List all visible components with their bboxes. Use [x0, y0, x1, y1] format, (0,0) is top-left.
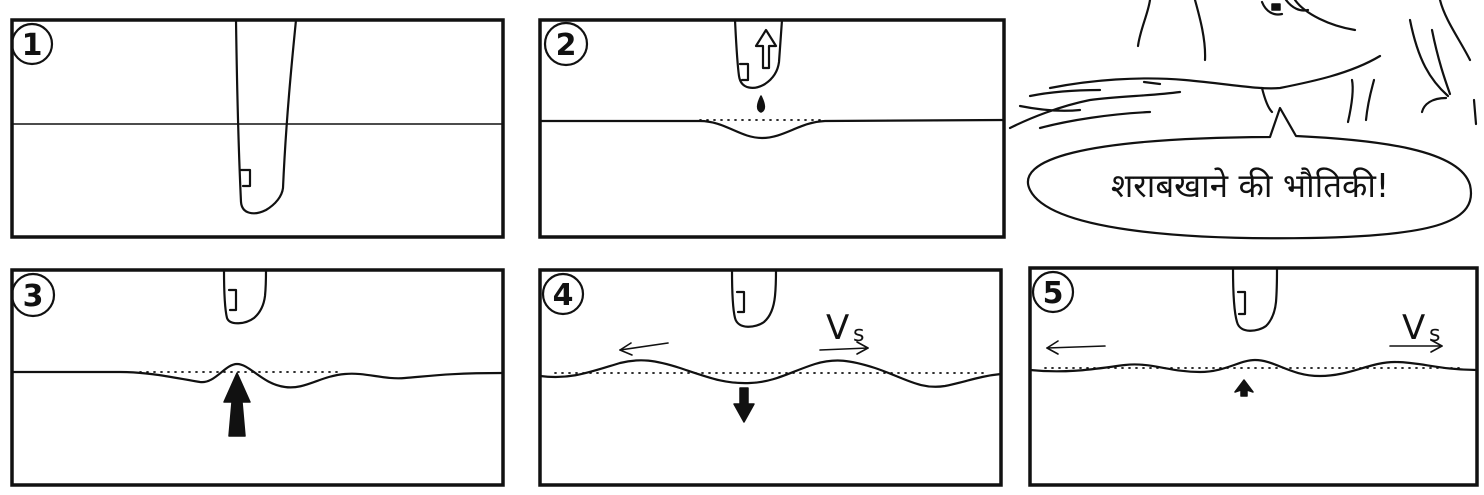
panel-1-number-circle: [10, 22, 54, 66]
water-surface-spreading: [1028, 358, 1479, 378]
right-arrow: [1389, 339, 1443, 353]
water-surface-dip: [538, 118, 1006, 140]
panel-3-number-circle: [10, 272, 56, 318]
panel-3-frame: [10, 268, 505, 487]
water-surface-two-crests: [538, 359, 1003, 388]
panel-5-number: 5: [1043, 276, 1064, 311]
velocity-label-v: V: [826, 308, 849, 348]
finger-above: [730, 268, 778, 328]
velocity-label-v: V: [1402, 308, 1425, 348]
panel-2-number-circle: [543, 21, 589, 67]
finger-above: [222, 268, 268, 325]
panel-3-number: 3: [23, 279, 44, 314]
panel-5-frame: [1028, 266, 1479, 487]
finger-above: [1231, 266, 1279, 332]
water-surface-crest: [10, 362, 505, 389]
water-droplet: [756, 95, 766, 113]
up-arrow-hollow: [754, 28, 778, 70]
finger-lifted: [733, 18, 784, 89]
panel-1: 1: [10, 18, 505, 239]
fingernail: [239, 168, 252, 188]
fingernail: [735, 290, 746, 314]
panel-2-frame: [538, 18, 1006, 239]
character-sketch: [1008, 0, 1478, 130]
panel-2-number: 2: [556, 28, 577, 63]
panel-5-number-circle: [1031, 270, 1075, 314]
left-arrow: [619, 342, 669, 356]
speech-bubble-text: शराबखाने की भौतिकी!: [1111, 166, 1389, 205]
panel-4-number-circle: [541, 272, 585, 316]
panel-4-frame: [538, 268, 1003, 487]
panel-4: 4 V s: [538, 268, 1003, 487]
panel-5: 5 V s: [1028, 266, 1479, 487]
speech-bubble: शराबखाने की भौतिकी!: [1026, 106, 1473, 240]
up-arrow-solid: [223, 372, 251, 437]
panel-3: 3: [10, 268, 505, 487]
left-arrow: [1046, 340, 1106, 355]
finger-dipped: [234, 18, 298, 215]
up-arrow-small: [1234, 379, 1254, 397]
fingernail: [1236, 290, 1247, 316]
down-arrow-solid: [733, 387, 755, 423]
panel-4-number: 4: [553, 278, 574, 313]
panel-2: 2: [538, 18, 1006, 239]
speech-bubble-outline: [1026, 106, 1473, 240]
velocity-label-sub: s: [853, 322, 864, 347]
fingernail: [227, 288, 238, 312]
velocity-label-sub: s: [1429, 322, 1440, 347]
panel-1-number: 1: [22, 28, 43, 63]
fingernail: [738, 62, 750, 82]
panel-1-frame: [10, 18, 505, 239]
right-arrow: [819, 341, 869, 355]
